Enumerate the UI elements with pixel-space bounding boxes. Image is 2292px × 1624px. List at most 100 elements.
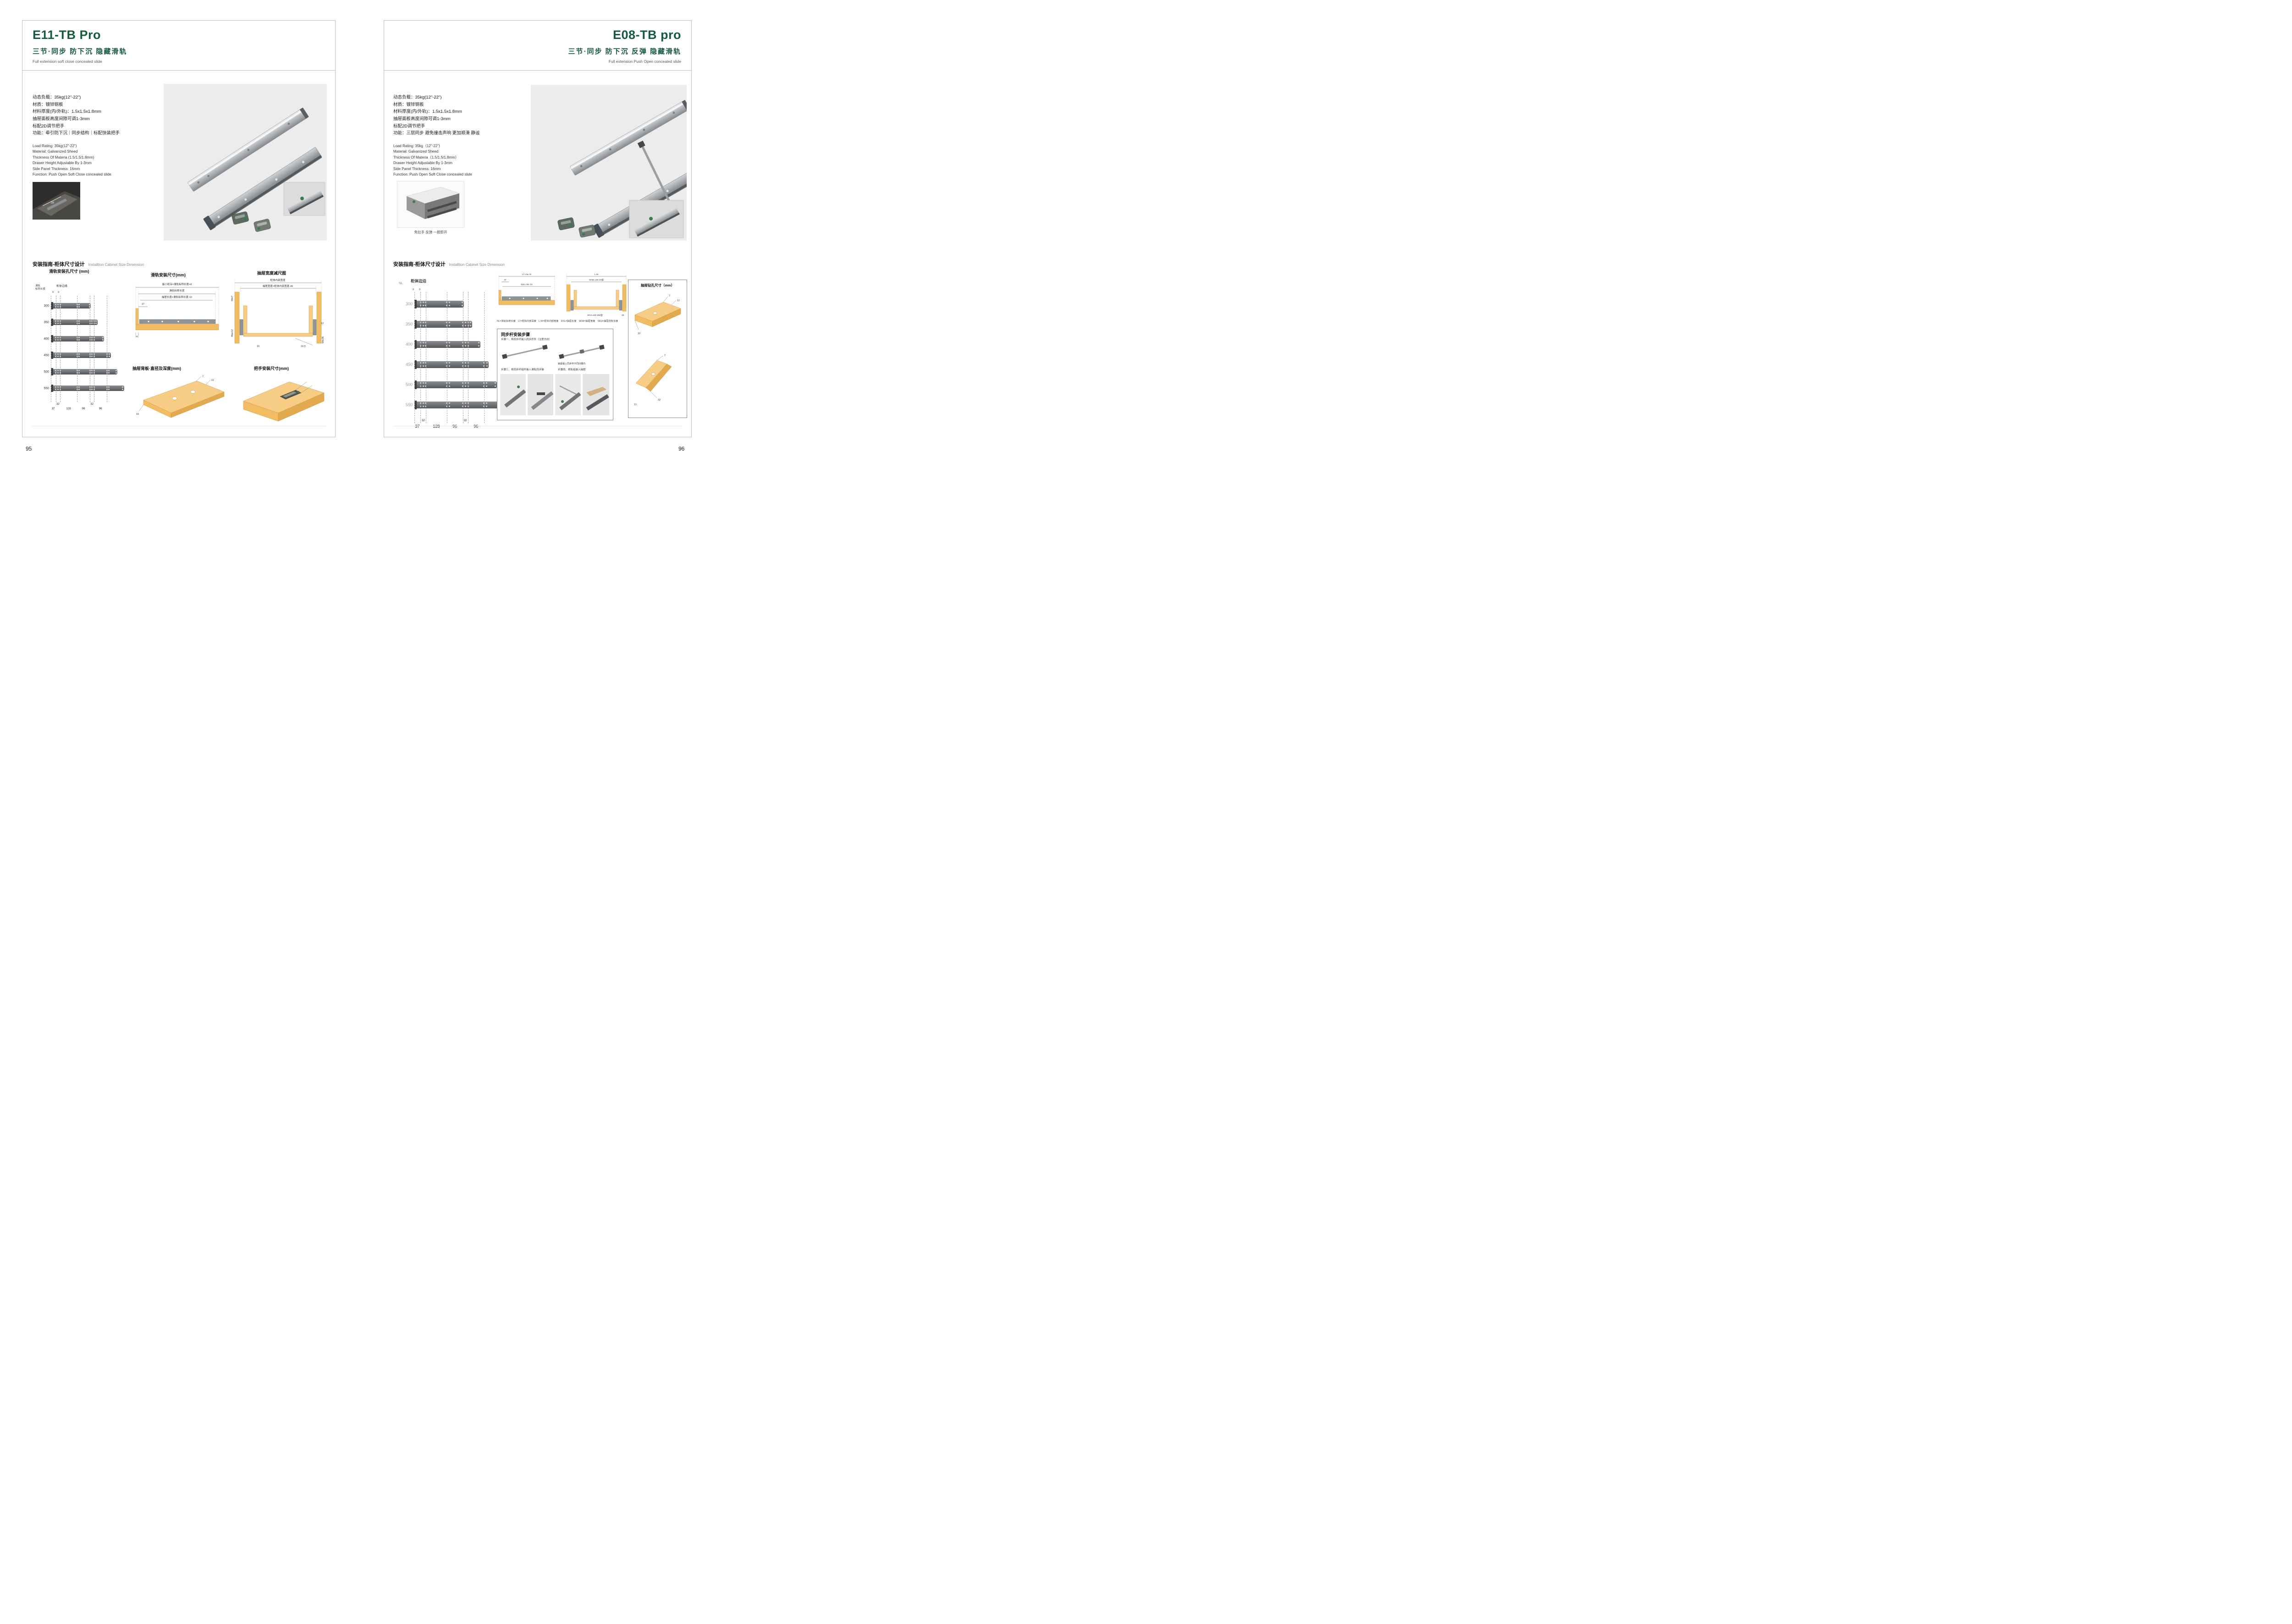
- specs-chinese: 动态负载：35kg(12"-22")材质：镀锌钢板材料厚度(内/外轨)：1.5x…: [33, 94, 120, 137]
- spec-line: Function: Push Open Soft Close concealed…: [393, 172, 472, 176]
- spec-line: 标配2D调节把手: [393, 123, 425, 129]
- length-label: 350: [44, 320, 49, 324]
- offset-dim: 9: [52, 291, 54, 294]
- cabinet-dim-svg: LT=NL+8 37 DXL=NL-10 L.W SKW=LW-42型 25: [498, 273, 627, 317]
- svg-text:32: 32: [658, 399, 661, 402]
- spec-line: Load Rating: 35kg（12"-22"): [393, 144, 440, 148]
- sync-step3: 步骤三、将同步杆组件装入滑轨同步轴: [501, 369, 544, 371]
- dim-96: 96: [474, 424, 479, 429]
- svg-text:4: 4: [136, 336, 138, 338]
- svg-text:10: 10: [136, 413, 139, 416]
- page-number-left: 95: [26, 446, 32, 452]
- install-title-cn: 安装指南-柜体尺寸设计: [393, 262, 446, 267]
- svg-text:SKH=LW-156型: SKH=LW-156型: [587, 314, 603, 317]
- svg-text:7: 7: [202, 375, 204, 378]
- drawing-title: 滑轨安装尺寸(mm): [151, 273, 186, 277]
- length-label: 550: [44, 386, 49, 390]
- spec-line: Material: Galvanized Sheed: [33, 149, 78, 154]
- offset-dim: 9: [58, 291, 60, 294]
- svg-text:24.5: 24.5: [301, 345, 306, 348]
- push-open-slide-image: [531, 85, 687, 241]
- svg-text:10: 10: [638, 332, 640, 335]
- offset-dim: 9: [413, 288, 414, 291]
- length-label: 300: [405, 302, 413, 306]
- svg-text:抽屉长度=滑轨标称长度-10: 抽屉长度=滑轨标称长度-10: [162, 295, 192, 299]
- drawing-title: 滑轨安装孔尺寸 (mm): [49, 269, 89, 274]
- spec-line: 功能：牵引防下沉｜同步结构｜标配快装把手: [33, 131, 120, 136]
- drill-iso-svg: 7 11 10: [634, 295, 681, 335]
- sync-step-photo: [528, 374, 554, 415]
- svg-text:25: 25: [622, 314, 624, 317]
- spec-line: Drawer Height Adjustable By 1-3mm: [393, 161, 452, 165]
- svg-text:11: 11: [677, 299, 680, 302]
- sync-step1: 步骤一、将同步杆装入同步杆件（注意方向）: [501, 338, 552, 341]
- svg-text:L.W: L.W: [595, 273, 599, 276]
- detail-photo: 28: [33, 182, 80, 220]
- dim-96: 96: [452, 424, 457, 429]
- spec-line: 材质：镀锌钢板: [393, 102, 424, 107]
- back-panel-svg: 7 11 10: [136, 375, 225, 418]
- sync-rod-image: [559, 345, 605, 359]
- spec-line: 动态负载：35kg(12"-22"): [393, 95, 442, 100]
- svg-text:28: 28: [51, 202, 54, 204]
- spec-line: Side Panel Thickness: 16mm: [393, 166, 441, 171]
- svg-text:7: 7: [664, 354, 666, 357]
- handle-mounting-drawing: 把手安装尺寸(mm): [236, 365, 332, 429]
- specs-english: Load Rating: 35kg(12"-22")Material: Galv…: [33, 143, 111, 177]
- concealed-slide-image: [164, 84, 327, 241]
- svg-text:滑轨标称长度: 滑轨标称长度: [169, 289, 185, 292]
- cabinet-edge-label: 柜体边沿: [411, 279, 427, 283]
- dim-guides: 32 32 37 128 96 96: [51, 296, 125, 410]
- dim-32: 32: [463, 419, 467, 422]
- dim-128: 128: [433, 424, 440, 429]
- handle-svg: [243, 381, 325, 422]
- spec-line: 抽屉面板高度间隙可调1-3mm: [393, 116, 451, 122]
- specs-english: Load Rating: 35kg（12"-22")Material: Galv…: [393, 143, 472, 177]
- page-subtitle-cn: 三节·同步 防下沉 隐藏滑轨: [33, 48, 127, 55]
- side-view-svg: 最小柜深=滑轨标称长度+8 滑轨标称长度 抽屉长度=滑轨标称长度-10 37 4: [135, 282, 219, 338]
- dim-guides: 32 32 37 128 96 96: [414, 292, 507, 429]
- drill-dimension-panel: 抽屉钻孔尺寸（mm） 7 11 10 7 32 11: [628, 280, 687, 418]
- slide-length-rows: 300 350 400 450: [399, 294, 506, 415]
- dim-32: 32: [90, 403, 94, 406]
- install-title-en: Installtion Cabinet Size Dimension: [449, 263, 505, 267]
- dim-96: 96: [82, 407, 85, 410]
- svg-text:37: 37: [142, 303, 144, 306]
- svg-text:11: 11: [634, 403, 637, 406]
- header-divider: [384, 70, 691, 71]
- length-label: 300: [44, 304, 49, 308]
- length-label: 500: [405, 382, 413, 387]
- dim-96: 96: [99, 407, 102, 410]
- svg-text:7: 7: [669, 295, 670, 297]
- cabinet-edge-label: 柜体边缘: [56, 285, 68, 288]
- sync-step-photo: [500, 374, 526, 415]
- hole-dimension-drawing: 滑轨安装孔尺寸 (mm) 滑轨 标称长度 柜体边缘 9 9 300 350 40…: [35, 268, 142, 419]
- page-left: E11-TB Pro 三节·同步 防下沉 隐藏滑轨 Full extension…: [22, 20, 336, 437]
- sync-step4: 步骤四、将轨组装入抽屉: [558, 369, 586, 371]
- specs-chinese: 动态负载：35kg(12"-22") 材质：镀锌钢板材料厚度(内/外轨)：1.5x…: [393, 94, 479, 137]
- spec-line: 材料厚度(内/外轨)：1.5x1.5x1.8mm: [393, 109, 462, 115]
- page-number-right: 96: [678, 446, 685, 452]
- product-photo: [164, 84, 327, 241]
- dim-32: 32: [56, 403, 60, 406]
- rail-length-label: 滑轨 标称长度: [35, 285, 46, 291]
- offset-dim: 9: [419, 288, 421, 291]
- width-reduction-drawing: 抽屉宽度减尺图 柜体内部宽度 抽屉宽度=柜体内部宽度-49 Min7 Max12…: [229, 270, 327, 350]
- dim-32: 32: [421, 419, 425, 422]
- length-label: 400: [44, 337, 49, 341]
- page-subtitle-cn: 三节·同步 防下沉 反弹 隐藏滑轨: [568, 48, 681, 55]
- svg-text:SKW=LW-42型: SKW=LW-42型: [589, 278, 604, 281]
- spec-line: Material: Galvanized Sheed: [393, 149, 439, 154]
- drawing-title: 抽屉背板·直径及深度(mm): [132, 366, 181, 371]
- svg-text:LT=NL+8: LT=NL+8: [522, 273, 531, 276]
- hole-dimension-drawing: NL 柜体边沿 9 9 300 350 400: [398, 268, 509, 429]
- drawer-underside-image: [397, 182, 464, 227]
- sync-rod-image: [502, 345, 548, 359]
- svg-text:最小柜深=滑轨标称长度+8: 最小柜深=滑轨标称长度+8: [162, 282, 192, 286]
- dim-128: 128: [66, 407, 71, 410]
- sync-step-photo: [583, 374, 609, 415]
- page-title: E11-TB Pro: [33, 28, 101, 42]
- page-title: E08-TB pro: [612, 28, 681, 42]
